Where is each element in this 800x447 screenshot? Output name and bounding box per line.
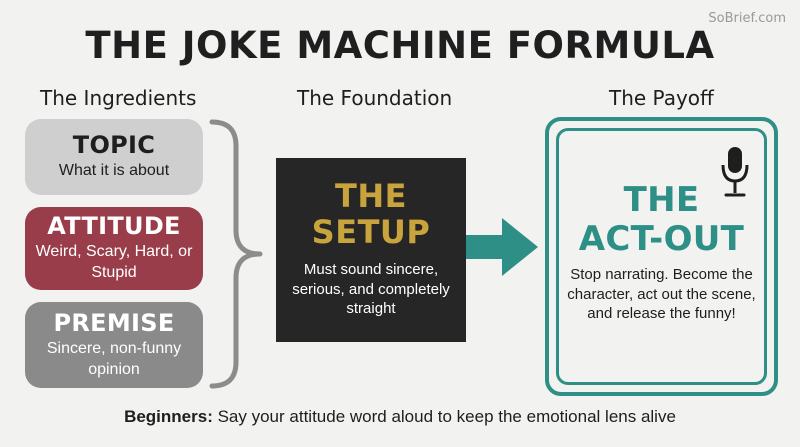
footer-label: Beginners: bbox=[124, 407, 213, 426]
diagram-title: THE JOKE MACHINE FORMULA bbox=[85, 24, 715, 67]
ingredient-attitude: ATTITUDE Weird, Scary, Hard, or Stupid bbox=[25, 207, 203, 290]
payoff-heading: THE ACT-OUT bbox=[578, 180, 745, 260]
footer-tip: Beginners: Say your attitude word aloud … bbox=[0, 407, 800, 427]
column-heading-payoff: The Payoff bbox=[609, 86, 714, 110]
column-heading-ingredients: The Ingredients bbox=[40, 86, 197, 110]
payoff-inner-frame: THE ACT-OUT Stop narrating. Become the c… bbox=[556, 128, 767, 385]
ingredient-desc: Sincere, non-funny opinion bbox=[46, 339, 182, 378]
ingredient-name: ATTITUDE bbox=[47, 212, 181, 240]
column-heading-foundation: The Foundation bbox=[297, 86, 453, 110]
footer-text: Say your attitude word aloud to keep the… bbox=[212, 407, 676, 426]
ingredient-desc: Weird, Scary, Hard, or Stupid bbox=[35, 243, 193, 282]
payoff-box: THE ACT-OUT Stop narrating. Become the c… bbox=[545, 117, 778, 396]
setup-box: THE SETUP Must sound sincere, serious, a… bbox=[276, 158, 466, 342]
payoff-desc: Stop narrating. Become the character, ac… bbox=[567, 266, 756, 322]
watermark: SoBrief.com bbox=[708, 11, 786, 26]
microphone-icon bbox=[721, 147, 749, 197]
ingredient-premise: PREMISE Sincere, non-funny opinion bbox=[25, 302, 203, 388]
ingredient-name: TOPIC bbox=[72, 130, 156, 159]
ingredient-name: PREMISE bbox=[53, 308, 175, 337]
curly-brace bbox=[209, 119, 263, 389]
setup-desc: Must sound sincere, serious, and complet… bbox=[292, 261, 450, 318]
setup-heading: THE SETUP bbox=[311, 177, 431, 252]
ingredient-desc: What it is about bbox=[58, 162, 170, 180]
ingredient-topic: TOPIC What it is about bbox=[25, 119, 203, 195]
right-arrow-icon bbox=[466, 218, 538, 276]
